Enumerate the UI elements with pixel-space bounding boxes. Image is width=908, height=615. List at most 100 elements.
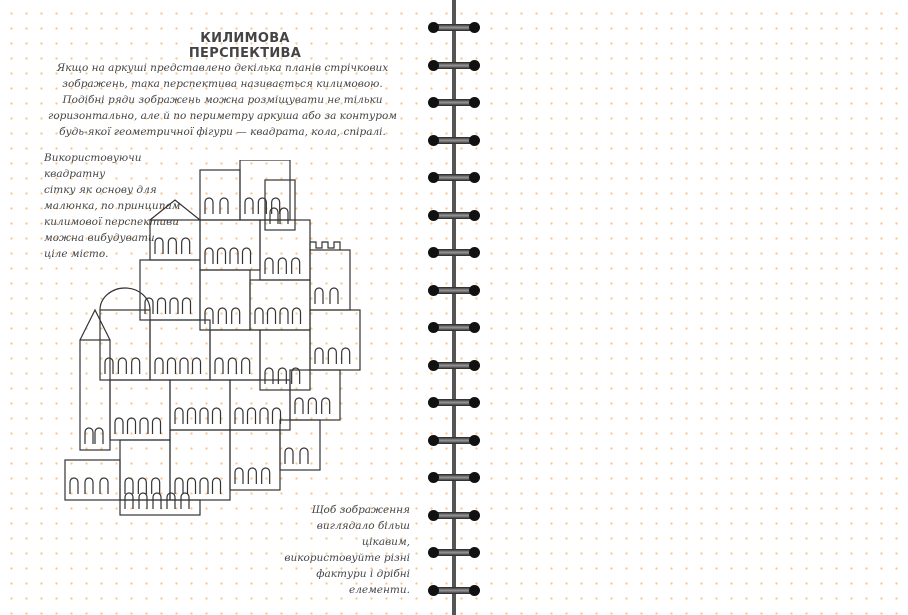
building-shape — [291, 257, 301, 274]
building-shape — [229, 429, 281, 491]
building-shape — [216, 247, 227, 264]
building-shape — [264, 367, 274, 384]
building-shape — [321, 397, 331, 414]
building-shape — [217, 307, 227, 324]
building-shape — [204, 247, 214, 264]
building-shape — [264, 257, 274, 274]
building-shape — [144, 297, 154, 314]
building-shape — [341, 347, 351, 364]
building-shape — [211, 407, 222, 424]
intro-paragraph: Якщо на аркуші представлено декілька пла… — [48, 62, 397, 138]
building-shape — [181, 297, 192, 314]
building-shape — [259, 407, 269, 424]
building-shape — [149, 199, 201, 221]
building-shape — [229, 247, 239, 264]
building-shape — [241, 247, 252, 264]
building-shape — [214, 357, 224, 374]
building-shape — [269, 207, 279, 224]
spiral-ring-icon — [428, 547, 480, 558]
building-shape — [84, 477, 94, 494]
building-shape — [174, 407, 184, 424]
building-shape — [152, 492, 162, 509]
building-shape — [327, 347, 337, 364]
building-shape — [119, 439, 171, 501]
building-shape — [259, 329, 311, 391]
spiral-ring-icon — [428, 397, 480, 408]
building-shape — [186, 407, 197, 424]
spiral-ring-icon — [428, 472, 480, 483]
building-shape — [156, 297, 167, 314]
spiral-ring-icon — [428, 284, 480, 296]
building-shape — [279, 307, 289, 324]
building-shape — [261, 467, 271, 484]
building-shape — [234, 407, 244, 424]
spiral-ring-icon — [428, 322, 480, 333]
bottom-note: Щоб зображення виглядало більш цікавим, … — [284, 504, 410, 596]
spiral-ring-icon — [428, 434, 480, 446]
building-shape — [169, 297, 179, 314]
building-shape — [199, 407, 209, 424]
building-shape — [124, 477, 134, 494]
building-shape — [104, 357, 114, 374]
building-shape — [299, 447, 309, 464]
building-shape — [291, 307, 302, 324]
spiral-ring-icon — [428, 59, 480, 71]
spiral-ring-icon — [428, 359, 480, 371]
building-shape — [84, 427, 94, 444]
building-shape — [154, 357, 164, 374]
building-shape — [179, 357, 189, 374]
building-shape — [266, 307, 277, 324]
building-shape — [138, 492, 148, 509]
spiral-ring-icon — [428, 172, 480, 183]
building-shape — [186, 477, 197, 494]
spiral-ring-icon — [428, 247, 480, 258]
building-shape — [309, 241, 341, 250]
building-shape — [257, 197, 267, 214]
building-shape — [309, 309, 361, 371]
building-shape — [254, 307, 264, 324]
building-shape — [149, 219, 201, 261]
building-shape — [174, 477, 184, 494]
page-title: КИЛИМОВА ПЕРСПЕКТИВА — [188, 31, 302, 61]
city-illustration — [64, 160, 361, 516]
building-shape — [234, 467, 244, 484]
building-shape — [219, 197, 229, 214]
building-shape — [114, 417, 124, 434]
building-shape — [167, 237, 177, 254]
building-shape — [259, 219, 311, 281]
building-shape — [246, 407, 257, 424]
building-shape — [117, 357, 127, 374]
building-shape — [139, 417, 149, 434]
building-shape — [329, 287, 339, 304]
building-shape — [151, 477, 161, 494]
building-shape — [64, 459, 121, 501]
building-shape — [227, 357, 237, 374]
building-shape — [241, 357, 251, 374]
building-shape — [289, 369, 341, 421]
building-shape — [314, 347, 324, 364]
building-shape — [137, 477, 147, 494]
building-shape — [166, 492, 176, 509]
spiral-ring-icon — [428, 584, 480, 596]
spiral-ring-icon — [428, 97, 480, 108]
building-shape — [279, 207, 289, 224]
building-shape — [151, 417, 162, 434]
building-shape — [69, 477, 79, 494]
building-shape — [211, 477, 222, 494]
building-shape — [124, 492, 134, 509]
building-shape — [204, 307, 214, 324]
building-shape — [119, 499, 201, 516]
building-shape — [126, 417, 137, 434]
building-shape — [277, 367, 287, 384]
spiral-ring-icon — [428, 209, 480, 221]
building-shape — [204, 197, 214, 214]
building-shape — [277, 257, 287, 274]
building-shape — [307, 397, 317, 414]
building-shape — [264, 179, 296, 231]
building-shape — [209, 329, 261, 381]
building-shape — [166, 357, 177, 374]
building-shape — [279, 419, 321, 471]
building-shape — [181, 237, 191, 254]
building-shape — [271, 197, 281, 214]
building-shape — [131, 357, 141, 374]
